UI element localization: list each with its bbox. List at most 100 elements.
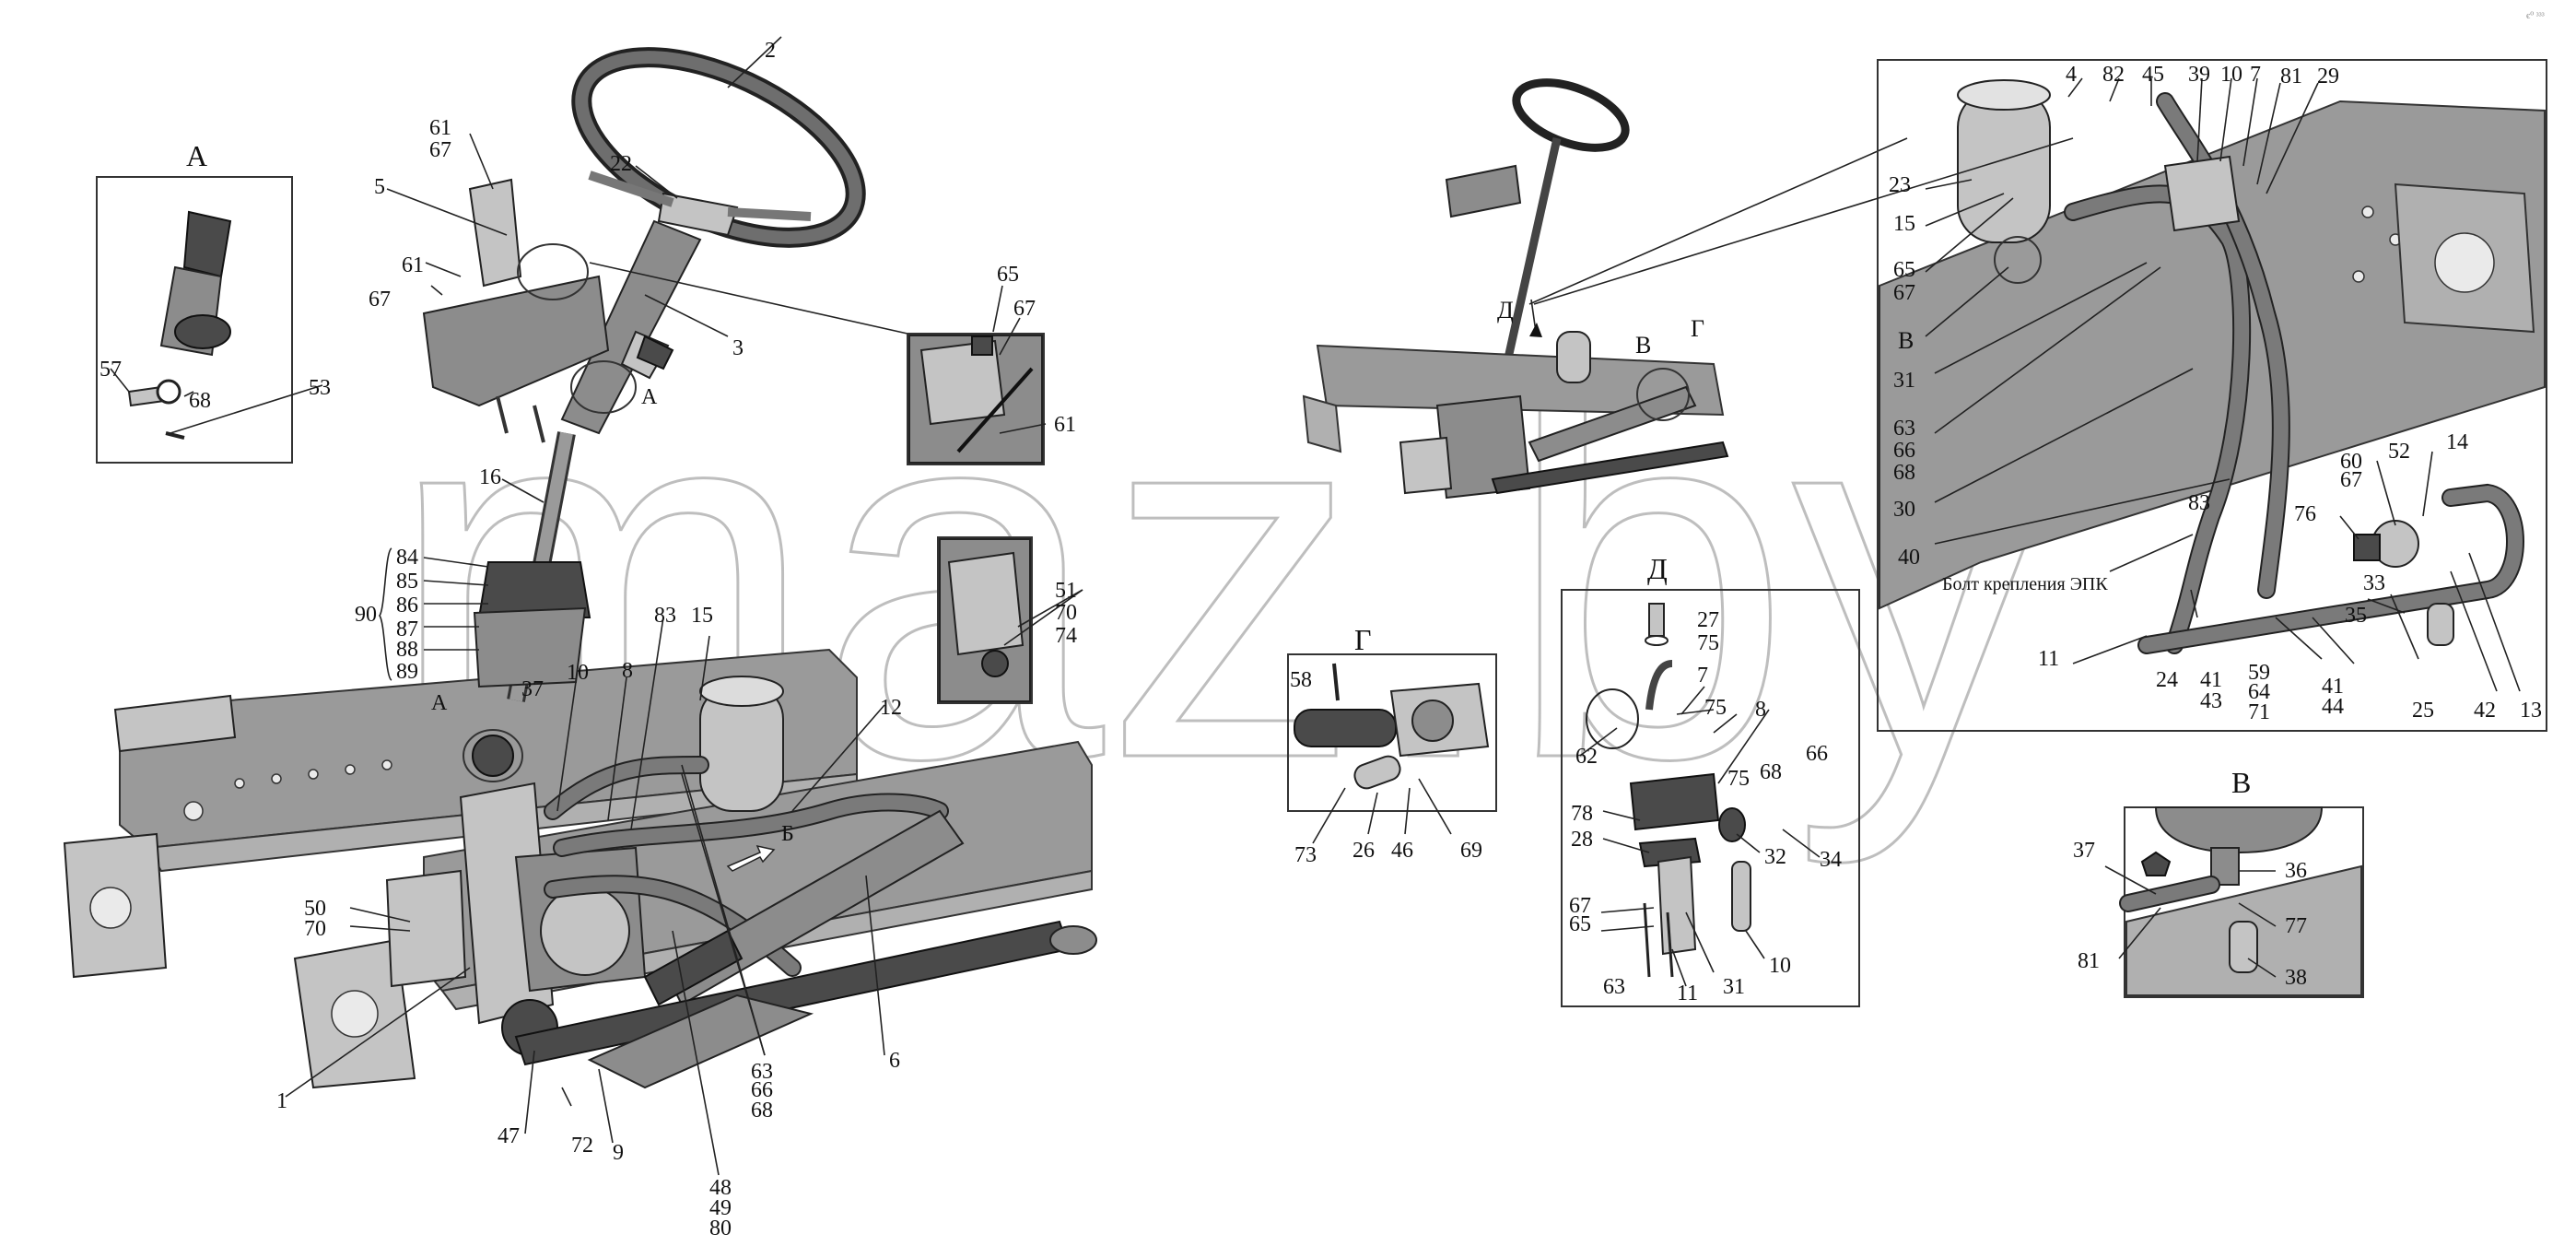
- callout-23: 23: [1889, 173, 1911, 197]
- callout-11: 11: [1677, 982, 1698, 1005]
- callout-65: 65: [997, 263, 1019, 287]
- callout-15: 15: [691, 604, 713, 628]
- callout-71: 71: [2248, 700, 2270, 724]
- callout-14: 14: [2446, 430, 2468, 454]
- callout-7-v: 7: [2250, 63, 2261, 87]
- callout-4: 4: [2066, 63, 2077, 87]
- callout-90: 90: [355, 603, 377, 627]
- callout-75-b: 75: [1704, 696, 1727, 720]
- inset-v-title: В: [2231, 766, 2251, 799]
- callout-69: 69: [1460, 839, 1482, 863]
- view-v-marker-2: В: [1898, 327, 1914, 354]
- callout-61-top: 61: [429, 116, 451, 140]
- callout-53: 53: [309, 376, 331, 400]
- view-a-marker: А: [641, 385, 658, 409]
- callout-65-v: 65: [1893, 258, 1915, 282]
- hose-middle: [555, 794, 947, 855]
- callout-67-top: 67: [429, 138, 451, 162]
- hose-upper: [545, 758, 708, 818]
- callout-68-d: 68: [1760, 760, 1782, 784]
- inset-d-parts: [1586, 603, 1751, 978]
- callout-67-f: 67: [2340, 468, 2362, 492]
- universal-joint: [472, 735, 514, 777]
- callout-81: 81: [2280, 65, 2302, 88]
- callout-29: 29: [2317, 65, 2339, 88]
- callout-25: 25: [2412, 699, 2434, 723]
- callout-59: 59: [2248, 661, 2270, 685]
- detail-b-drawing: [1879, 79, 2546, 654]
- callout-13: 13: [2520, 699, 2542, 723]
- callout-86: 86: [396, 594, 418, 617]
- callout-10: 10: [567, 661, 589, 685]
- callout-31: 31: [1723, 975, 1745, 999]
- callout-1: 1: [276, 1089, 287, 1113]
- view-b-marker: Б: [781, 822, 794, 846]
- callout-61: 61: [402, 253, 424, 277]
- callout-66: 66: [751, 1078, 773, 1102]
- callout-37-v: 37: [2073, 839, 2095, 863]
- inset-v-drawing: [2119, 806, 2362, 996]
- callout-36: 36: [2285, 859, 2307, 883]
- callout-85: 85: [396, 570, 418, 594]
- callout-8-d: 8: [1755, 698, 1766, 722]
- callout-52: 52: [2388, 440, 2410, 464]
- overview-drawing: [1302, 78, 1729, 500]
- callout-83: 83: [654, 604, 676, 628]
- inset-g-box: [1287, 653, 1497, 812]
- inset-fasteners-51: [937, 536, 1033, 704]
- callout-38: 38: [2285, 966, 2307, 990]
- pedal-bracket: [422, 275, 610, 407]
- callout-77: 77: [2285, 914, 2307, 938]
- callout-88: 88: [396, 638, 418, 662]
- mount-plate-61: [468, 178, 522, 288]
- callout-65-d: 65: [1569, 912, 1591, 936]
- callout-51: 51: [1055, 579, 1077, 603]
- callout-67: 67: [369, 288, 391, 312]
- callout-2: 2: [765, 39, 776, 63]
- callout-89: 89: [396, 660, 418, 684]
- callout-50: 50: [304, 897, 326, 921]
- callout-58: 58: [1290, 668, 1312, 692]
- callout-46: 46: [1391, 839, 1413, 863]
- callout-78: 78: [1571, 802, 1593, 826]
- callout-74: 74: [1055, 624, 1077, 648]
- callout-5: 5: [374, 175, 385, 199]
- view-a-marker-2: А: [431, 691, 448, 715]
- callout-84: 84: [396, 546, 418, 570]
- callout-66-v: 66: [1893, 439, 1915, 463]
- callout-31-v: 31: [1893, 369, 1915, 393]
- steering-wheel-hub: [657, 192, 739, 237]
- callout-60: 60: [2340, 450, 2362, 474]
- callout-68: 68: [189, 389, 211, 413]
- callout-3: 3: [732, 336, 744, 360]
- callout-8: 8: [622, 659, 633, 683]
- inset-d-title: Д: [1647, 552, 1668, 585]
- callout-41: 41: [2200, 668, 2222, 692]
- callout-75: 75: [1697, 631, 1719, 655]
- callout-75-c: 75: [1727, 767, 1750, 791]
- callout-62: 62: [1575, 745, 1598, 769]
- callout-6: 6: [889, 1049, 900, 1073]
- inset-a-title: А: [186, 139, 207, 172]
- callout-67-d: 67: [1569, 894, 1591, 918]
- callout-67-inset: 67: [1013, 297, 1036, 321]
- callout-37: 37: [521, 677, 544, 701]
- callout-27: 27: [1697, 608, 1719, 632]
- callout-35: 35: [2345, 604, 2367, 628]
- callout-57: 57: [100, 358, 122, 382]
- callout-12: 12: [880, 696, 902, 720]
- callout-22: 22: [610, 152, 632, 176]
- callout-11-v: 11: [2038, 647, 2059, 671]
- callout-61-inset: 61: [1054, 413, 1076, 437]
- leader-lines: [110, 36, 2521, 1176]
- callout-63: 63: [751, 1060, 773, 1084]
- inset-a-box: [96, 176, 293, 464]
- view-g-marker: Г: [1691, 315, 1704, 342]
- callout-9: 9: [613, 1141, 624, 1165]
- callout-39: 39: [2188, 63, 2210, 87]
- callout-43: 43: [2200, 689, 2222, 713]
- callout-40: 40: [1898, 546, 1920, 570]
- callout-64: 64: [2248, 680, 2270, 704]
- callout-48: 48: [709, 1176, 732, 1200]
